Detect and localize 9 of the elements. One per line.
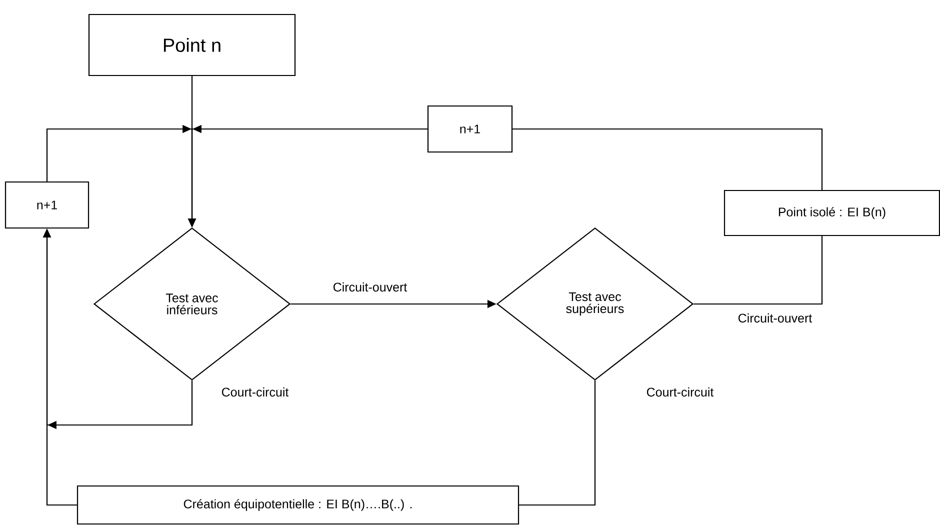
process-box: n+1 — [4, 181, 90, 229]
edge-label: Court-circuit — [220, 386, 290, 398]
edge-label: Circuit-ouvert — [736, 312, 814, 324]
process-box: Point isolé : EI B(n) — [724, 190, 940, 236]
process-box: n+1 — [427, 105, 513, 153]
edge-label: Circuit-ouvert — [332, 281, 408, 293]
process-box: Création équipotentielle : EI B(n)….B(..) . — [76, 485, 520, 525]
edge-label: Court-circuit — [645, 386, 715, 398]
process-box: Point n — [88, 14, 296, 76]
